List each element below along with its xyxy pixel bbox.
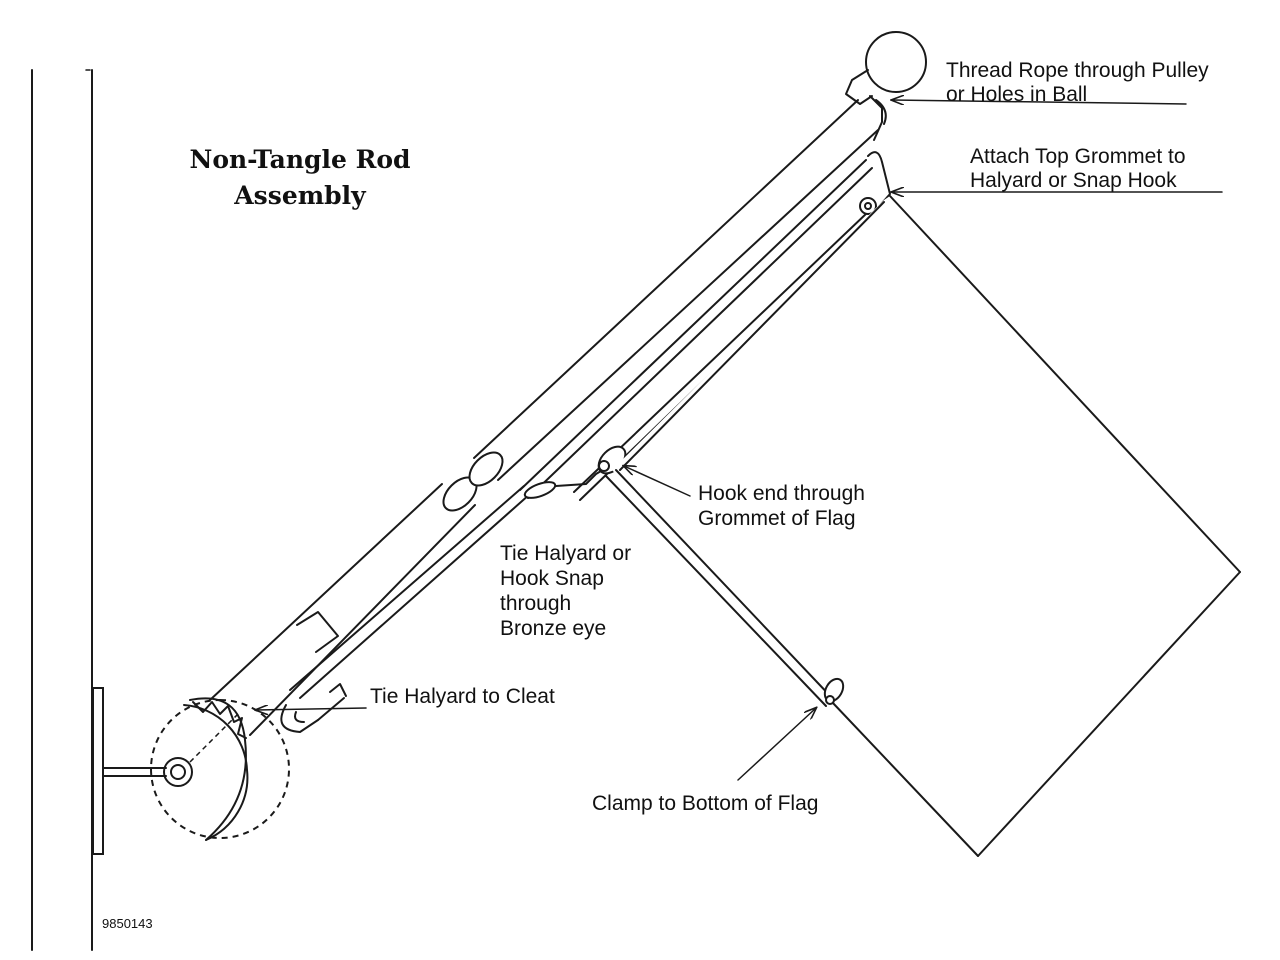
label-pulley-line2: or Holes in Ball [946, 83, 1087, 106]
part-number: 9850143 [102, 916, 153, 931]
top-grommet-clip [859, 151, 891, 215]
halyard-rope [280, 159, 873, 733]
rotating-hub [150, 697, 290, 841]
diagram-title-line2: Assembly [233, 181, 367, 210]
label-tie-line2: Hook Snap [500, 567, 604, 590]
ball-top [845, 31, 927, 141]
rod-upper [468, 99, 879, 487]
wall-bracket [92, 687, 161, 855]
clamp-rod [605, 469, 845, 707]
rod-lower [209, 476, 478, 736]
wall [31, 69, 93, 951]
label-tie-line3: through [500, 592, 571, 615]
label-cleat: Tie Halyard to Cleat [370, 685, 555, 708]
flag [612, 195, 1241, 857]
label-hook-end-line1: Hook end through [698, 482, 865, 505]
label-hook-end-line2: Grommet of Flag [698, 507, 856, 530]
label-tie-line4: Bronze eye [500, 617, 606, 640]
label-tie-line1: Tie Halyard or [500, 542, 631, 565]
label-grommet-top-line2: Halyard or Snap Hook [970, 169, 1177, 192]
label-clamp: Clamp to Bottom of Flag [592, 792, 818, 815]
label-pulley-line1: Thread Rope through Pulley [946, 59, 1209, 82]
leader-arrows [256, 100, 1223, 781]
label-grommet-top-line1: Attach Top Grommet to [970, 145, 1186, 168]
diagram-title-line1: Non-Tangle Rod [189, 145, 410, 174]
